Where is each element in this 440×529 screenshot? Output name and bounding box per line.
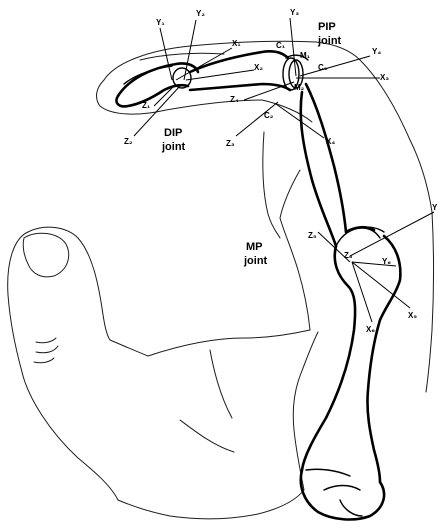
label-m1: M₁ bbox=[300, 51, 311, 60]
y-mp-axis-line bbox=[350, 212, 434, 256]
y3-axis-line bbox=[290, 18, 296, 76]
label-z5: Z₅ bbox=[308, 231, 317, 240]
dip-joint-label-line1: DIP bbox=[164, 127, 182, 139]
pip-joint-frames bbox=[236, 18, 380, 138]
label-z1: Z₁ bbox=[142, 101, 151, 110]
mp-joint-label-line1: MP bbox=[246, 241, 263, 253]
dip-joint-label-line2: joint bbox=[161, 141, 186, 153]
metacarpal-bone bbox=[301, 236, 401, 519]
finger-skin-outline bbox=[97, 41, 360, 122]
label-y2: Y₂ bbox=[196, 9, 205, 18]
pip-joint-label-line2: joint bbox=[317, 35, 342, 47]
label-y4: Y₄ bbox=[372, 47, 381, 56]
label-c2: C₂ bbox=[264, 111, 274, 120]
label-c1: C₁ bbox=[276, 41, 286, 50]
x2-axis-line bbox=[186, 70, 254, 80]
label-x2: X₂ bbox=[254, 63, 263, 72]
label-x4: X₄ bbox=[326, 137, 335, 146]
label-y6: Y₆ bbox=[382, 257, 391, 266]
label-c0: C₀ bbox=[318, 63, 328, 72]
label-y1: Y₁ bbox=[156, 18, 165, 27]
label-y3: Y₃ bbox=[290, 8, 299, 17]
mp-joint-label-line2: joint bbox=[243, 255, 268, 267]
label-x6: X₆ bbox=[366, 325, 375, 334]
dip-joint-frames bbox=[134, 20, 254, 136]
label-z4: Z₄ bbox=[230, 95, 239, 104]
axis-labels: Y₁ Y₂ X₁ X₂ Z₁ Z₂ Y₃ Y₄ C₁ M₁ C₀ X₃ M₂ Z… bbox=[124, 8, 438, 334]
label-z6: Z₆ bbox=[344, 251, 353, 260]
thumbnail bbox=[23, 233, 68, 277]
label-z3: Z₃ bbox=[226, 139, 235, 148]
pip-joint-label-line1: PIP bbox=[318, 21, 336, 33]
y4-axis-line bbox=[300, 56, 370, 76]
thumb-outline bbox=[8, 227, 148, 500]
label-x3: X₃ bbox=[380, 73, 389, 82]
y1-axis-line bbox=[160, 28, 172, 80]
label-m2: M₂ bbox=[294, 83, 305, 92]
label-y-mp: Y bbox=[432, 203, 438, 212]
label-x5: X₅ bbox=[408, 311, 417, 320]
label-z2: Z₂ bbox=[124, 137, 133, 146]
label-x1: X₁ bbox=[232, 39, 241, 48]
